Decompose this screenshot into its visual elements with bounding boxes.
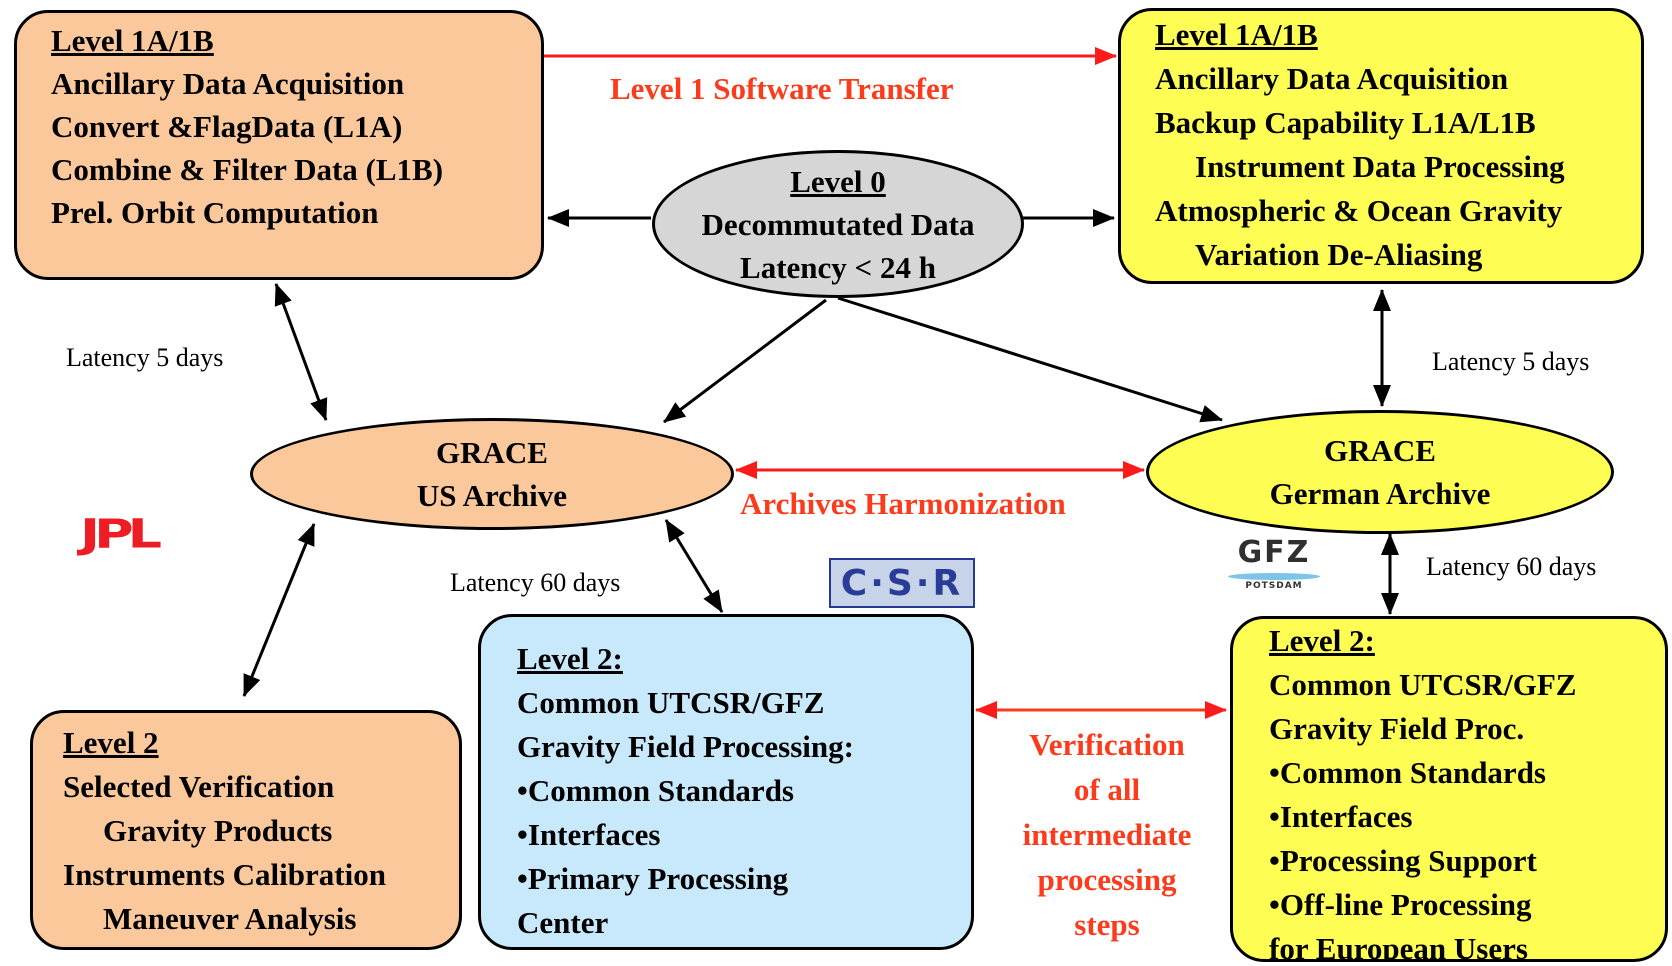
bullet-text: Interfaces (527, 817, 661, 852)
bullet-text: for European Users (1269, 931, 1528, 962)
bullet-glyph: • (1269, 755, 1280, 790)
level2-verification-title: Level 2 (63, 725, 159, 760)
latency-label: Latency 60 days (1426, 552, 1597, 581)
level2-verification-line: Selected Verification (63, 769, 335, 804)
level1-jpl-line: Prel. Orbit Computation (51, 195, 379, 230)
bullet-continuation: Center (517, 901, 971, 945)
gfz-logo-subtext: POTSDAM (1245, 581, 1303, 591)
level0-to-german-archive-arrow (837, 296, 1223, 423)
us-archive-l2-left-arrow (242, 523, 316, 697)
level2-verification-line: Instruments Calibration (63, 857, 386, 892)
bullet-item: •Common Standards (517, 769, 971, 813)
archives-harmonization-label: Archives Harmonization (740, 486, 1066, 521)
bullet-glyph: • (1269, 799, 1280, 834)
csr-logo: C·S·R (829, 558, 975, 608)
l1-left-us-archive-arrow (274, 283, 328, 421)
level2-verification-line: Maneuver Analysis (103, 901, 357, 936)
us-archive-l2-center-arrow (664, 519, 724, 613)
level2-gfz-line: Gravity Field Proc. (1269, 711, 1525, 746)
software-transfer-label: Level 1 Software Transfer (610, 71, 954, 106)
level1-gfz-box: Level 1A/1B Ancillary Data Acquisition B… (1118, 8, 1644, 284)
bullet-text: Common Standards (527, 773, 794, 808)
bullet-text: Off-line Processing (1279, 887, 1532, 922)
bullet-continuation: for European Users (1269, 927, 1665, 962)
latency-label: Latency 60 days (450, 568, 621, 597)
bullet-item: •Primary Processing (517, 857, 971, 901)
level1-jpl-line: Ancillary Data Acquisition (51, 66, 405, 101)
bullet-glyph: • (1269, 887, 1280, 922)
verification-line: Verification (1029, 727, 1185, 762)
latency-label: Latency 5 days (66, 343, 224, 372)
bullet-item: •Interfaces (1269, 795, 1665, 839)
bullet-text: Processing Support (1279, 843, 1537, 878)
level2-common-box: Level 2: Common UTCSR/GFZ Gravity Field … (478, 614, 974, 950)
bullet-glyph: • (517, 773, 528, 808)
bullet-item: •Off-line Processing (1269, 883, 1665, 927)
gfz-logo-swoosh (1228, 573, 1320, 580)
verification-line: intermediate (1022, 817, 1192, 852)
bullet-text: Primary Processing (527, 861, 789, 896)
level1-gfz-line: Ancillary Data Acquisition (1155, 61, 1509, 96)
level0-to-us-archive-arrow (663, 298, 827, 424)
bullet-glyph: • (517, 817, 528, 852)
gfz-logo-text: GFZ (1237, 535, 1311, 570)
bullet-text: Center (517, 905, 609, 940)
german-archive-line: GRACE (1324, 433, 1436, 468)
german-archive-line: German Archive (1269, 476, 1491, 511)
level2-common-title: Level 2: (517, 641, 623, 676)
level0-ellipse: Level 0 Decommutated Data Latency < 24 h (652, 150, 1024, 298)
level1-gfz-line: Atmospheric & Ocean Gravity (1155, 193, 1563, 228)
us-archive-line: US Archive (416, 478, 568, 513)
level1-gfz-title: Level 1A/1B (1155, 17, 1318, 52)
level2-common-line: Gravity Field Processing: (517, 729, 854, 764)
level2-verification-box: Level 2 Selected Verification Gravity Pr… (30, 710, 462, 950)
level0-line: Latency < 24 h (740, 249, 936, 285)
level2-verification-line: Gravity Products (103, 813, 333, 848)
bullet-text: Common Standards (1279, 755, 1546, 790)
us-archive-line: GRACE (436, 435, 548, 470)
bullet-glyph: • (517, 861, 528, 896)
bullet-item: •Common Standards (1269, 751, 1665, 795)
level1-gfz-line: Backup Capability L1A/L1B (1155, 105, 1536, 140)
bullet-glyph: • (1269, 843, 1280, 878)
level2-gfz-box: Level 2: Common UTCSR/GFZ Gravity Field … (1230, 616, 1668, 962)
latency-label: Latency 5 days (1432, 347, 1590, 376)
gfz-logo: GFZ POTSDAM (1222, 536, 1326, 606)
level2-gfz-title: Level 2: (1269, 623, 1375, 658)
german-archive-ellipse: GRACE German Archive (1146, 410, 1614, 534)
verification-label: Verification of all intermediate process… (996, 722, 1218, 947)
level1-jpl-title: Level 1A/1B (51, 23, 214, 58)
level0-title: Level 0 (790, 163, 886, 199)
level1-jpl-box: Level 1A/1B Ancillary Data Acquisition C… (14, 10, 544, 280)
jpl-logo: JPL (80, 510, 162, 557)
level1-gfz-line: Variation De-Aliasing (1195, 237, 1483, 272)
level1-gfz-line: Instrument Data Processing (1195, 149, 1565, 184)
level1-jpl-line: Convert &FlagData (L1A) (51, 109, 403, 144)
level0-line: Decommutated Data (701, 206, 975, 242)
verification-line: steps (1074, 907, 1140, 942)
verification-line: of all (1073, 772, 1141, 807)
level1-jpl-line: Combine & Filter Data (L1B) (51, 152, 444, 187)
us-archive-ellipse: GRACE US Archive (250, 418, 734, 530)
bullet-item: •Processing Support (1269, 839, 1665, 883)
level2-gfz-line: Common UTCSR/GFZ (1269, 667, 1577, 702)
verification-line: processing (1037, 862, 1177, 897)
bullet-text: Interfaces (1279, 799, 1413, 834)
level2-common-line: Common UTCSR/GFZ (517, 685, 825, 720)
bullet-item: •Interfaces (517, 813, 971, 857)
